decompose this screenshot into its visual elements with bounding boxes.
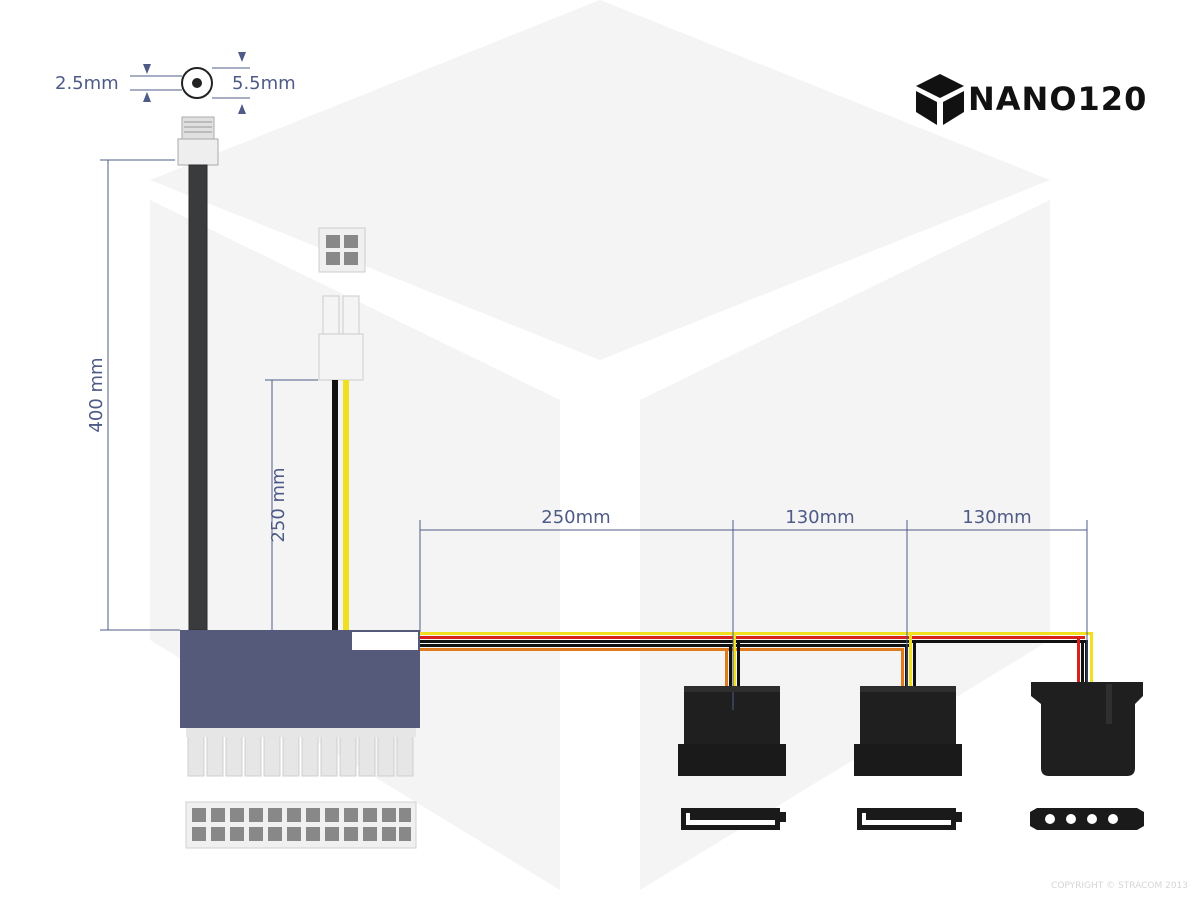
brand-name: NANO120	[968, 80, 1147, 118]
molex-connector	[1031, 682, 1143, 776]
sata-connector-icon-2	[857, 808, 962, 830]
dc-jack-icon	[181, 67, 213, 99]
molex-connector-icon	[1030, 808, 1144, 830]
sata-connector-1	[678, 686, 786, 776]
eps-length-guide	[265, 379, 318, 630]
drop-3	[1077, 632, 1093, 682]
atx-pins	[187, 735, 414, 777]
seg3-label: 130mm	[962, 507, 1031, 528]
harness-wires	[420, 632, 1093, 651]
eps-plug	[318, 295, 364, 381]
brand-logo: NANO120	[916, 74, 1147, 125]
sata-connector-2	[854, 686, 962, 776]
copyright: COPYRIGHT © STRACOM 2013	[1051, 881, 1188, 891]
dc-length-guide	[100, 159, 180, 631]
dc-cable	[189, 165, 207, 630]
atx-header	[186, 728, 416, 737]
eps-length-label: 250 mm	[268, 467, 289, 542]
seg2-label: 130mm	[785, 507, 854, 528]
sata-connector-icon	[681, 808, 786, 830]
dc-length-label: 400 mm	[86, 357, 107, 432]
jack-inner-label: 2.5mm	[55, 73, 119, 94]
eps-cable	[332, 380, 349, 630]
jack-outer-label: 5.5mm	[232, 73, 296, 94]
drop-1	[725, 632, 740, 686]
nano-cube-logo-icon	[916, 74, 964, 125]
jack-dimension-markers	[130, 52, 250, 114]
module-label-plate	[352, 632, 418, 650]
seg1-label: 250mm	[541, 507, 610, 528]
atx-24pin-icon	[185, 801, 417, 849]
harness-length-guides	[419, 520, 1088, 710]
eps-4pin-icon	[318, 227, 366, 273]
dc-plug	[177, 116, 219, 166]
